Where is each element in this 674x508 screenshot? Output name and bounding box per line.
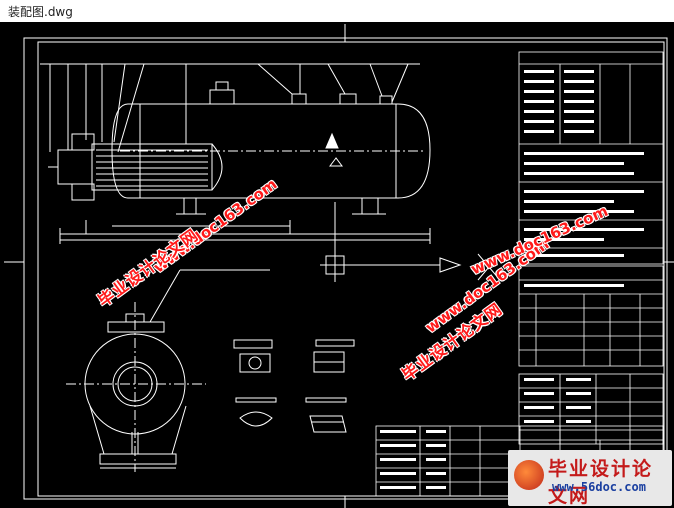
vessel-side-view	[66, 269, 270, 472]
cad-drawing	[4, 24, 674, 508]
logo-mark-icon	[514, 460, 544, 490]
logo-cn-text: 毕业设计论文网	[548, 458, 654, 507]
detail-views	[233, 339, 355, 433]
site-logo: 毕业设计论文网 www.56doc.com	[508, 450, 672, 507]
vessel-front-view	[48, 81, 431, 215]
dimension-lines	[59, 220, 431, 244]
logo-url-text: www.56doc.com	[552, 480, 646, 494]
view-direction-symbol	[320, 202, 501, 282]
spec-tables	[375, 51, 664, 497]
window-titlebar: 装配图.dwg	[0, 0, 674, 23]
callout-leaders	[40, 63, 420, 153]
inner-frame	[37, 41, 665, 497]
table-fill-text-blocks	[380, 70, 644, 489]
drawing-canvas[interactable]: www.doc163.com 毕业设计论文网 www.doc163.com 毕业…	[0, 22, 674, 508]
window-title: 装配图.dwg	[8, 5, 73, 19]
